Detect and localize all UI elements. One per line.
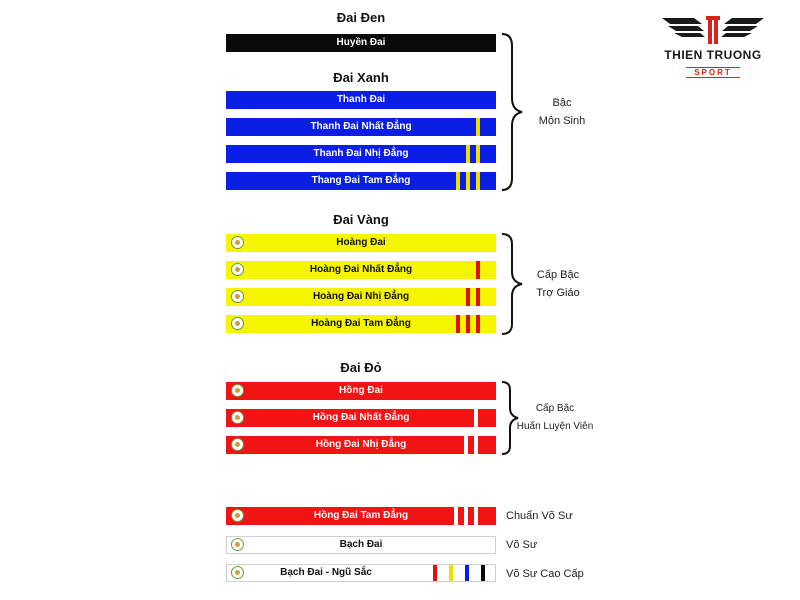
logo-sub: SPORT <box>686 67 740 78</box>
rank-stripe <box>466 288 470 306</box>
vovinam-emblem-icon <box>231 384 244 397</box>
group-label-line: Cấp Bậc <box>536 269 580 281</box>
rank-stripe <box>466 145 470 163</box>
belt-hoang-dai-tam-dang: Hoàng Đai Tam Đẳng <box>226 315 496 333</box>
rank-stripe <box>476 172 480 190</box>
belt-hong-dai: Hồng Đai <box>226 382 496 400</box>
rank-stripe <box>476 288 480 306</box>
rank-gap <box>464 436 468 454</box>
belt-label: Hoàng Đai Tam Đẳng <box>311 318 411 329</box>
section-title-red: Đai Đỏ <box>340 360 382 375</box>
belt-label: Thanh Đai Nhất Đẳng <box>310 121 412 132</box>
rank-stripe <box>476 261 480 279</box>
belt-label: Hồng Đai Nhất Đẳng <box>312 412 410 423</box>
group-label-tro-giao: Cấp Bậc Trợ Giáo <box>526 266 590 302</box>
rank-stripe <box>466 315 470 333</box>
belt-label: Thang Đai Tam Đẳng <box>311 175 411 186</box>
curly-brace-icon <box>501 33 523 191</box>
vovinam-emblem-icon <box>231 411 244 424</box>
group-label-line: Môn Sinh <box>538 115 586 127</box>
side-label-chuan-vo-su: Chuẩn Võ Sư <box>506 510 573 522</box>
belt-label: Thanh Đai <box>336 94 386 105</box>
section-title-yellow: Đai Vàng <box>333 212 389 227</box>
belt-label: Huyền Đai <box>336 37 386 48</box>
rank-stripe <box>456 315 460 333</box>
vovinam-emblem-icon <box>231 317 244 330</box>
belt-label: Hồng Đai Tam Đẳng <box>313 510 409 521</box>
side-label-vo-su: Võ Sư <box>506 539 538 551</box>
curly-brace-icon <box>501 233 523 335</box>
rank-gap <box>464 507 468 525</box>
belt-thanh-dai-nhi-dang: Thanh Đai Nhị Đẳng <box>226 145 496 163</box>
belt-hong-dai-tam-dang: Hồng Đai Tam Đẳng <box>226 507 496 525</box>
belt-label: Bạch Đai <box>339 539 383 550</box>
vovinam-emblem-icon <box>231 263 244 276</box>
group-label-line: Trợ Giáo <box>536 287 580 299</box>
thien-truong-wings-logo-icon <box>662 16 764 44</box>
belt-hoang-dai-nhat-dang: Hoàng Đai Nhất Đẳng <box>226 261 496 279</box>
rank-stripe <box>466 172 470 190</box>
belt-label: Hồng Đai <box>339 385 383 396</box>
rank-stripe <box>476 118 480 136</box>
belt-label: Thanh Đai Nhị Đẳng <box>313 148 409 159</box>
curly-brace-icon <box>501 381 519 455</box>
rank-gap <box>454 507 458 525</box>
belt-label: Bạch Đai - Ngũ Sắc <box>280 567 372 578</box>
belt-hoang-dai: Hoàng Đai <box>226 234 496 252</box>
section-title-blue: Đai Xanh <box>333 70 389 85</box>
group-label-line: Cấp Bậc <box>535 403 575 414</box>
belt-bach-dai-ngu-sac: Bạch Đai - Ngũ Sắc <box>226 564 496 582</box>
vovinam-emblem-icon <box>231 438 244 451</box>
belt-thanh-dai-tam-dang: Thang Đai Tam Đẳng <box>226 172 496 190</box>
rank-gap <box>474 507 478 525</box>
belt-thanh-dai-nhat-dang: Thanh Đai Nhất Đẳng <box>226 118 496 136</box>
vovinam-emblem-icon <box>231 290 244 303</box>
side-label-vo-su-cao-cap: Võ Sư Cao Cấp <box>506 568 584 580</box>
group-label-line: Huấn Luyện Viên <box>516 421 594 432</box>
rank-stripe <box>449 565 453 581</box>
brand-logo: THIEN TRUONG SPORT <box>648 12 778 82</box>
belt-huyen-dai: Huyền Đai <box>226 34 496 52</box>
group-label-huan-luyen-vien: Cấp Bậc Huấn Luyện Viên <box>510 400 600 436</box>
logo-name: THIEN TRUONG <box>664 48 762 62</box>
belt-label: Hoàng Đai Nhất Đẳng <box>309 264 413 275</box>
rank-stripe <box>476 145 480 163</box>
rank-stripe <box>433 565 437 581</box>
group-label-line: Bậc <box>552 97 572 109</box>
vovinam-emblem-icon <box>231 538 244 551</box>
belt-hong-dai-nhi-dang: Hồng Đai Nhị Đẳng <box>226 436 496 454</box>
belt-label: Hoàng Đai Nhị Đẳng <box>312 291 410 302</box>
rank-gap <box>474 409 478 427</box>
belt-thanh-dai: Thanh Đai <box>226 91 496 109</box>
rank-stripe <box>476 315 480 333</box>
rank-stripe <box>456 172 460 190</box>
belt-label: Hồng Đai Nhị Đẳng <box>315 439 407 450</box>
vovinam-emblem-icon <box>231 509 244 522</box>
belt-label: Hoàng Đai <box>336 237 386 248</box>
belt-hong-dai-nhat-dang: Hồng Đai Nhất Đẳng <box>226 409 496 427</box>
belt-bach-dai: Bạch Đai <box>226 536 496 554</box>
group-label-mon-sinh: Bậc Môn Sinh <box>530 94 594 130</box>
rank-stripe <box>481 565 485 581</box>
vovinam-emblem-icon <box>231 566 244 579</box>
vovinam-emblem-icon <box>231 236 244 249</box>
belt-hoang-dai-nhi-dang: Hoàng Đai Nhị Đẳng <box>226 288 496 306</box>
rank-stripe <box>465 565 469 581</box>
rank-gap <box>474 436 478 454</box>
section-title-black: Đai Đen <box>336 10 386 25</box>
